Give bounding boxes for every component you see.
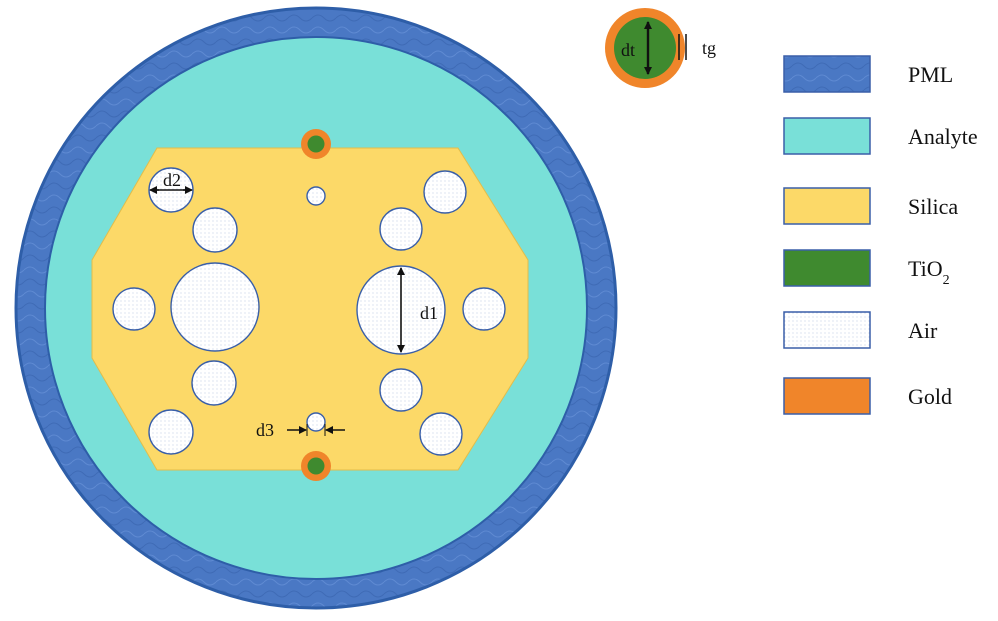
legend-label-tio2: TiO2 (908, 256, 950, 288)
dt-label: dt (621, 40, 635, 60)
air-hole (306, 186, 326, 206)
legend-swatch-air (783, 311, 871, 349)
air-hole (112, 287, 156, 331)
legend-swatch-pml (783, 55, 871, 93)
legend-label-analyte: Analyte (908, 124, 978, 149)
legend-swatch-tio2 (783, 249, 871, 287)
legend-swatch-gold (783, 377, 871, 415)
air-hole (191, 360, 237, 406)
d2-label: d2 (163, 170, 181, 190)
coated-channel-top (301, 129, 331, 159)
air-hole (192, 207, 238, 253)
legend-label-air: Air (908, 318, 938, 343)
coated-channel-bottom (301, 451, 331, 481)
legend-swatch-analyte (783, 117, 871, 155)
air-holes (112, 167, 506, 456)
tg-label: tg (702, 38, 716, 58)
air-hole (379, 368, 423, 412)
air-hole (462, 287, 506, 331)
legend-label-pml: PML (908, 62, 953, 87)
legend-label-gold: Gold (908, 384, 952, 409)
d1-label: d1 (420, 303, 438, 323)
air-hole (170, 262, 260, 352)
air-hole (419, 412, 463, 456)
legend-swatch-silica (783, 187, 871, 225)
air-hole (423, 170, 467, 214)
air-hole (379, 207, 423, 251)
legend-label-silica: Silica (908, 194, 958, 219)
air-hole (306, 412, 326, 432)
d3-label: d3 (256, 420, 274, 440)
air-hole (148, 409, 194, 455)
inset-coated-channel: dt tg (605, 8, 716, 88)
